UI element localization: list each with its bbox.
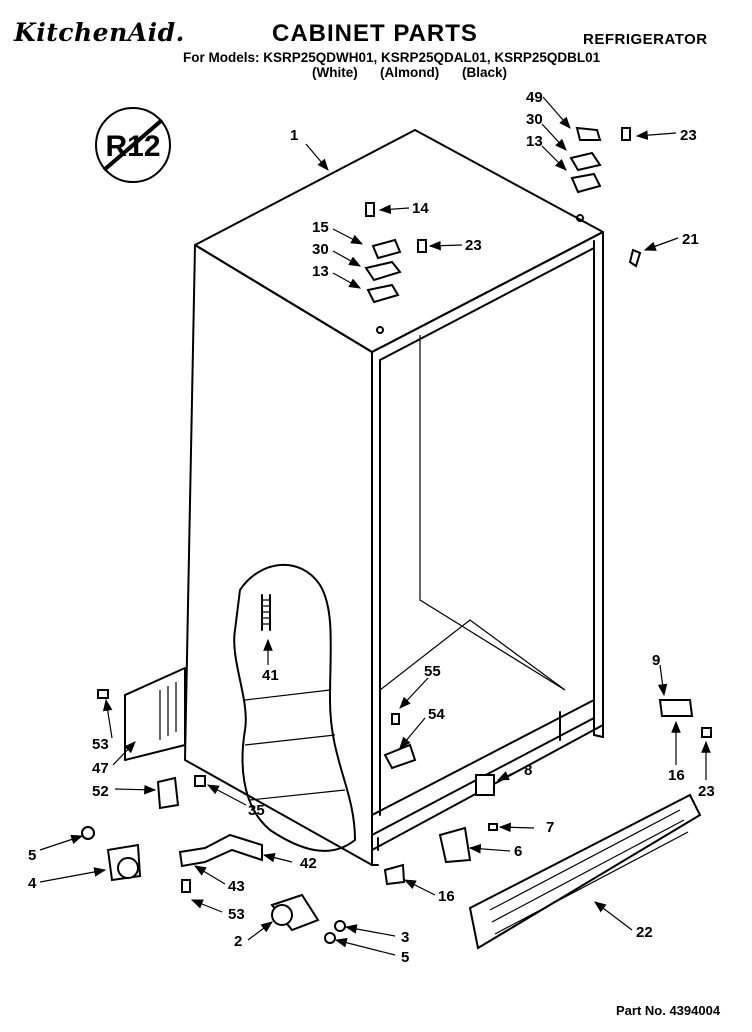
r12-badge: R12 bbox=[95, 107, 171, 183]
callout-7: 7 bbox=[546, 819, 554, 836]
r12-text: R12 bbox=[105, 130, 160, 163]
callout-labels: 1 49 30 13 23 14 15 30 23 13 21 41 9 55 … bbox=[28, 89, 715, 966]
callout-3: 3 bbox=[401, 929, 409, 946]
color-almond: (Almond) bbox=[380, 65, 440, 80]
callout-16: 16 bbox=[438, 888, 455, 905]
callout-30-top: 30 bbox=[526, 111, 543, 128]
top-hinge-assembly bbox=[364, 126, 642, 334]
callout-23-right: 23 bbox=[698, 783, 715, 800]
callout-15: 15 bbox=[312, 219, 329, 236]
callout-42: 42 bbox=[300, 855, 317, 872]
category-label: REFRIGERATOR bbox=[583, 31, 708, 48]
grille-part-22 bbox=[468, 793, 702, 950]
callout-13-top: 13 bbox=[526, 133, 543, 150]
callout-2: 2 bbox=[234, 933, 242, 950]
hardware-parts bbox=[81, 689, 712, 944]
callout-23: 23 bbox=[465, 237, 482, 254]
callout-53: 53 bbox=[228, 906, 245, 923]
callout-41: 41 bbox=[262, 667, 279, 684]
callout-14: 14 bbox=[412, 200, 429, 217]
part-number: Part No. 4394004 bbox=[616, 1003, 721, 1018]
page-title: CABINET PARTS bbox=[272, 20, 478, 47]
callout-43: 43 bbox=[228, 878, 245, 895]
callout-9: 9 bbox=[652, 652, 660, 669]
callout-4: 4 bbox=[28, 875, 37, 892]
color-white: (White) bbox=[312, 65, 358, 80]
callout-5-left: 5 bbox=[28, 847, 36, 864]
callout-22: 22 bbox=[636, 924, 653, 941]
callout-30: 30 bbox=[312, 241, 329, 258]
callout-23-top: 23 bbox=[680, 127, 697, 144]
color-black: (Black) bbox=[462, 65, 508, 80]
coil-part-41 bbox=[261, 594, 271, 631]
callout-54: 54 bbox=[428, 706, 445, 723]
callout-16-right: 16 bbox=[668, 767, 685, 784]
callout-47: 47 bbox=[92, 760, 109, 777]
callout-55: 55 bbox=[424, 663, 441, 680]
callout-21: 21 bbox=[682, 231, 699, 248]
models-line: For Models: KSRP25QDWH01, KSRP25QDAL01, … bbox=[183, 50, 601, 65]
callout-13: 13 bbox=[312, 263, 329, 280]
callout-6: 6 bbox=[514, 843, 522, 860]
callout-1: 1 bbox=[290, 127, 298, 144]
side-panel-47 bbox=[124, 667, 186, 761]
callout-53-left: 53 bbox=[92, 736, 109, 753]
leader-lines bbox=[39, 96, 711, 956]
callout-49: 49 bbox=[526, 89, 543, 106]
callout-8: 8 bbox=[524, 762, 532, 779]
callout-52: 52 bbox=[92, 783, 109, 800]
brand-logo: KitchenAid. bbox=[14, 18, 185, 47]
callout-5: 5 bbox=[401, 949, 409, 966]
callout-35: 35 bbox=[248, 802, 265, 819]
